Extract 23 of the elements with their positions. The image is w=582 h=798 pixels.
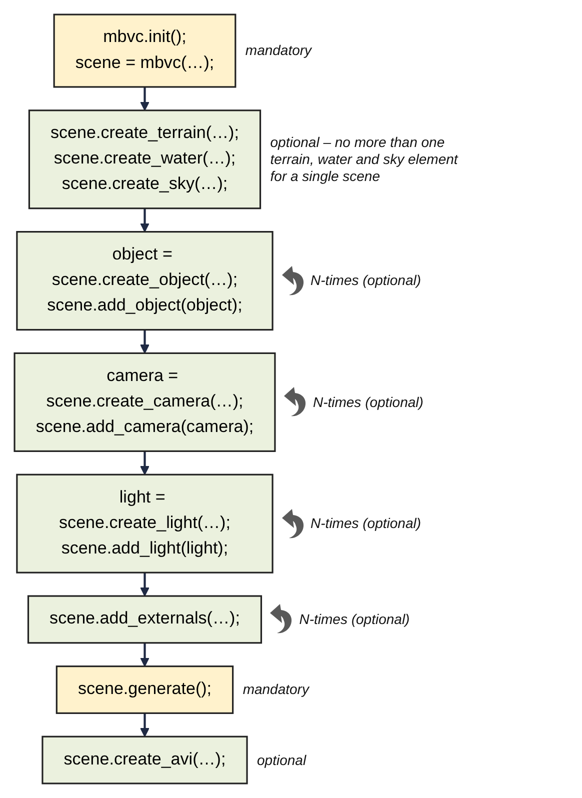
arrow [140, 451, 150, 476]
arrow [140, 572, 150, 596]
arrow [140, 642, 150, 667]
note-text: N-times (optional) [310, 515, 422, 532]
node-box: light = scene.create_light(…); scene.add_light(light); [16, 474, 274, 574]
note-text: N-times (optional) [312, 394, 424, 410]
note-text: optional – no more than one terrain, water and sky element for a single scene [270, 134, 460, 185]
node-box: camera = scene.create_camera(…); scene.add_camera(camera); [14, 352, 276, 452]
node-box: scene.add_externals(…); [27, 595, 262, 644]
node-box: scene.create_terrain(…); scene.create_water(…); scene.create_sky(…); [28, 110, 262, 210]
arrow [140, 330, 150, 354]
note-text: optional [257, 752, 308, 768]
node-box: scene.generate(); [56, 666, 234, 714]
note-text: mandatory [245, 42, 313, 60]
node-box: object = scene.create_object(…); scene.add_object(object); [16, 231, 274, 331]
note-text: N-times (optional) [299, 610, 411, 628]
arrow [140, 713, 150, 738]
note-text: N-times (optional) [310, 272, 422, 290]
note-text: mandatory [242, 681, 310, 698]
node-box: scene.create_avi(…); [42, 736, 248, 784]
node-box: mbvc.init(); scene = mbvc(…); [53, 14, 236, 88]
arrow [140, 208, 150, 232]
arrow [140, 86, 150, 111]
